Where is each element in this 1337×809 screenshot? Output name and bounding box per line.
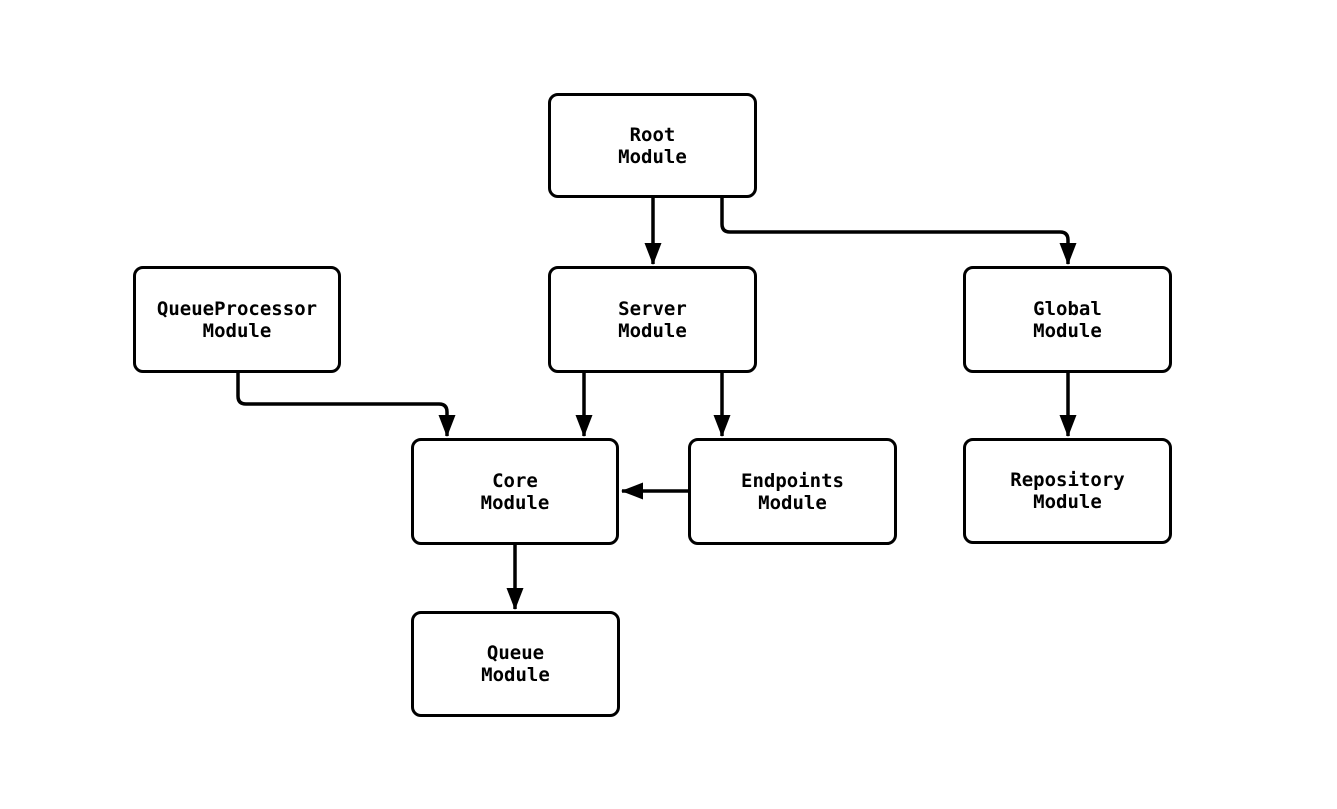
node-label: Module [758,491,827,514]
node-queue-module: Queue Module [411,611,620,717]
node-label: Endpoints [741,469,844,492]
node-label: Module [481,664,550,686]
node-label: Repository [1010,469,1125,491]
node-core-module: Core Module [411,438,619,545]
node-label: QueueProcessor [156,297,318,320]
node-label: Queue [486,642,545,664]
node-label: Module [202,319,272,342]
node-endpoints-module: Endpoints Module [688,438,897,545]
node-label: Module [618,319,687,342]
node-label: Module [618,145,687,168]
node-label: Module [1033,491,1102,513]
node-global-module: Global Module [963,266,1172,373]
node-label: Server [618,297,687,320]
edge-root-to-global [720,198,1077,265]
node-repository-module: Repository Module [963,438,1172,544]
edge-queueprocessor-to-core [236,373,456,437]
node-label: Global [1033,297,1102,320]
node-label: Core [492,469,538,492]
node-label: Module [480,491,550,514]
node-root-module: Root Module [548,93,757,198]
node-queueprocessor-module: QueueProcessor Module [133,266,341,373]
node-label: Module [1033,319,1102,342]
node-label: Root [629,123,676,146]
node-server-module: Server Module [548,266,757,373]
